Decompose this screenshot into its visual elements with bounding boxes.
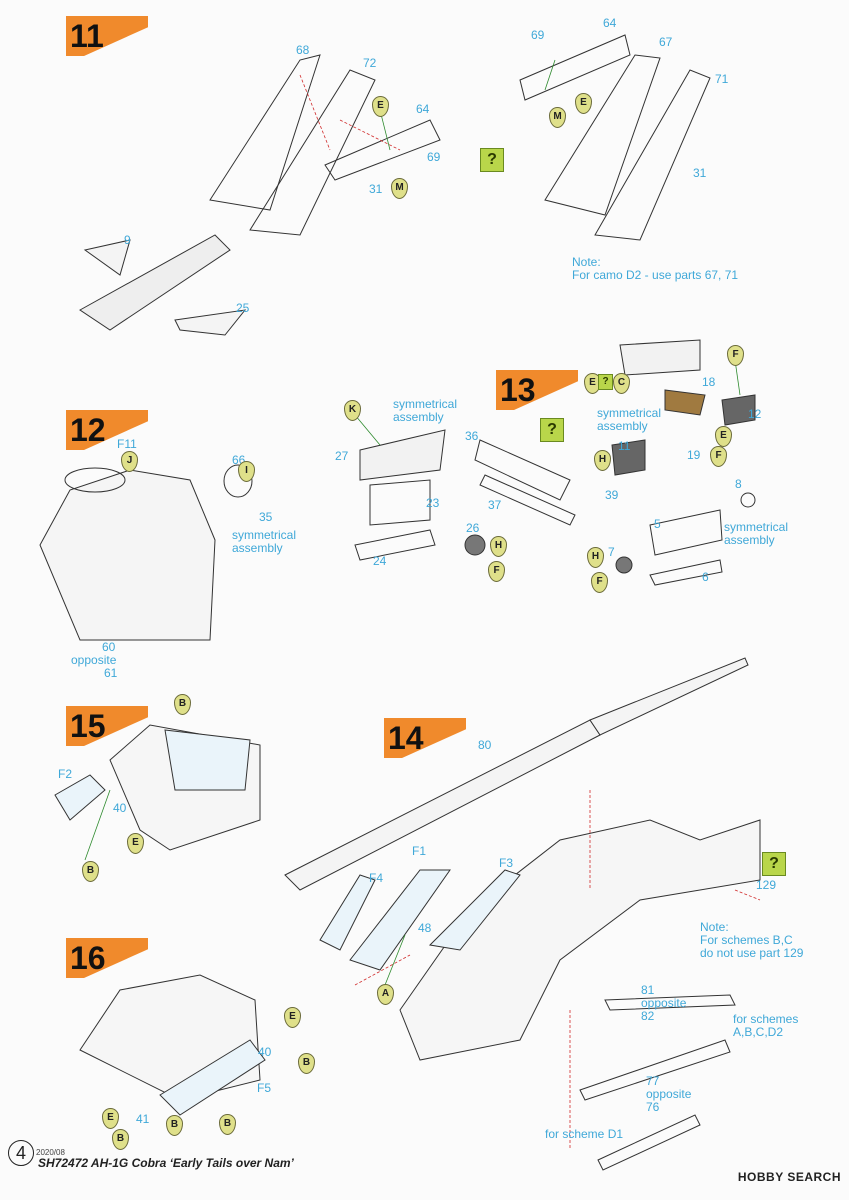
symmetrical-assembly-13a: symmetrical assembly xyxy=(597,406,662,433)
part-f3: F3 xyxy=(499,856,514,870)
color-badge-m: M xyxy=(391,178,408,199)
part-23: 23 xyxy=(426,496,440,510)
color-badge-b-15b: B xyxy=(82,861,99,882)
question-mark-icon-14: ? xyxy=(762,852,786,876)
color-badge-h-7: H xyxy=(587,547,604,568)
step-13-number: 13 xyxy=(500,372,536,408)
color-badge-h-13: H xyxy=(594,450,611,471)
question-mark-icon: ? xyxy=(480,148,504,172)
part-77-opposite: opposite xyxy=(646,1087,692,1101)
part-31-alt: 31 xyxy=(693,166,707,180)
part-39: 39 xyxy=(605,488,619,502)
part-64-alt: 64 xyxy=(603,16,617,30)
part-31: 31 xyxy=(369,182,383,196)
for-scheme-d1: for scheme D1 xyxy=(545,1127,624,1141)
part-67: 67 xyxy=(659,35,673,49)
part-f5: F5 xyxy=(257,1081,272,1095)
part-f4: F4 xyxy=(369,871,384,885)
part-37: 37 xyxy=(488,498,502,512)
color-badge-b-16a: B xyxy=(298,1053,315,1074)
part-19: 19 xyxy=(687,448,701,462)
part-72: 72 xyxy=(363,56,377,70)
part-60-opposite: opposite xyxy=(71,653,117,667)
part-5: 5 xyxy=(654,517,661,531)
part-7: 7 xyxy=(608,545,615,559)
part-18: 18 xyxy=(702,375,716,389)
part-81: 81 xyxy=(641,983,655,997)
color-badge-m-alt: M xyxy=(549,107,566,128)
color-badge-f: F xyxy=(488,561,505,582)
print-date: 2020/08 xyxy=(36,1148,65,1157)
question-mark-icon-13: ? xyxy=(540,418,564,442)
part-61: 61 xyxy=(104,666,118,680)
color-badge-f-19: F xyxy=(710,446,727,467)
part-11: 11 xyxy=(618,439,631,453)
step-14-number: 14 xyxy=(388,720,424,756)
part-77: 77 xyxy=(646,1074,660,1088)
part-25: 25 xyxy=(236,301,250,315)
part-71: 71 xyxy=(715,72,729,86)
part-26: 26 xyxy=(466,521,480,535)
symmetrical-assembly-center: symmetrical assembly xyxy=(393,397,458,424)
part-60: 60 xyxy=(102,640,116,654)
part-129: 129 xyxy=(756,878,777,892)
part-69-alt: 69 xyxy=(531,28,545,42)
part-68: 68 xyxy=(296,43,310,57)
part-81-opposite: opposite xyxy=(641,996,687,1010)
color-badge-h: H xyxy=(490,536,507,557)
symmetrical-assembly-12: symmetrical assembly xyxy=(232,528,297,555)
part-76: 76 xyxy=(646,1100,660,1114)
color-badge-j: J xyxy=(121,451,138,472)
page-number: 4 xyxy=(8,1140,34,1166)
question-mark-icon-small: ? xyxy=(598,374,613,390)
color-badge-f-7: F xyxy=(591,572,608,593)
note-schemes-bc: Note: For schemes B,C do not use part 12… xyxy=(700,920,804,960)
symmetrical-assembly-13b: symmetrical assembly xyxy=(724,520,789,547)
color-badge-a: A xyxy=(377,984,394,1005)
part-69: 69 xyxy=(427,150,441,164)
color-badge-b-16d: B xyxy=(219,1114,236,1135)
part-f1: F1 xyxy=(412,844,427,858)
color-badge-k: K xyxy=(344,400,361,421)
part-24: 24 xyxy=(373,554,387,568)
part-f11: F11 xyxy=(117,437,137,451)
part-27: 27 xyxy=(335,449,349,463)
part-12: 12 xyxy=(748,407,762,421)
for-schemes-abcd2: for schemes A,B,C,D2 xyxy=(733,1012,799,1039)
part-80: 80 xyxy=(478,738,492,752)
part-36: 36 xyxy=(465,429,479,443)
note-camo-d2: Note: For camo D2 - use parts 67, 71 xyxy=(572,255,739,282)
color-badge-e: E xyxy=(372,96,389,117)
part-f2: F2 xyxy=(58,767,73,781)
color-badge-b-16b: B xyxy=(112,1129,129,1150)
step-16-number: 16 xyxy=(70,940,106,976)
part-9: 9 xyxy=(124,233,131,247)
part-64: 64 xyxy=(416,102,430,116)
step-15-number: 15 xyxy=(70,708,106,744)
part-40: 40 xyxy=(113,801,127,815)
color-badge-e-16: E xyxy=(284,1007,301,1028)
color-badge-b-15a: B xyxy=(174,694,191,715)
color-badge-b-16c: B xyxy=(166,1115,183,1136)
color-badge-c: C xyxy=(613,373,630,394)
kit-title: SH72472 AH-1G Cobra ‘Early Tails over Na… xyxy=(38,1156,294,1170)
color-badge-e-15: E xyxy=(127,833,144,854)
step-11-number: 11 xyxy=(70,18,104,54)
step-12-number: 12 xyxy=(70,412,106,448)
color-badge-i: I xyxy=(238,461,255,482)
part-41: 41 xyxy=(136,1112,150,1126)
part-6: 6 xyxy=(702,570,709,584)
watermark-brand: HOBBY SEARCH xyxy=(737,1170,841,1184)
part-48: 48 xyxy=(418,921,432,935)
color-badge-e-alt: E xyxy=(575,93,592,114)
part-35: 35 xyxy=(259,510,273,524)
color-badge-e-19: E xyxy=(715,426,732,447)
color-badge-e-16b: E xyxy=(102,1108,119,1129)
part-8: 8 xyxy=(735,477,742,491)
part-40-step16: 40 xyxy=(258,1045,272,1059)
color-badge-f-13: F xyxy=(727,345,744,366)
part-82: 82 xyxy=(641,1009,655,1023)
